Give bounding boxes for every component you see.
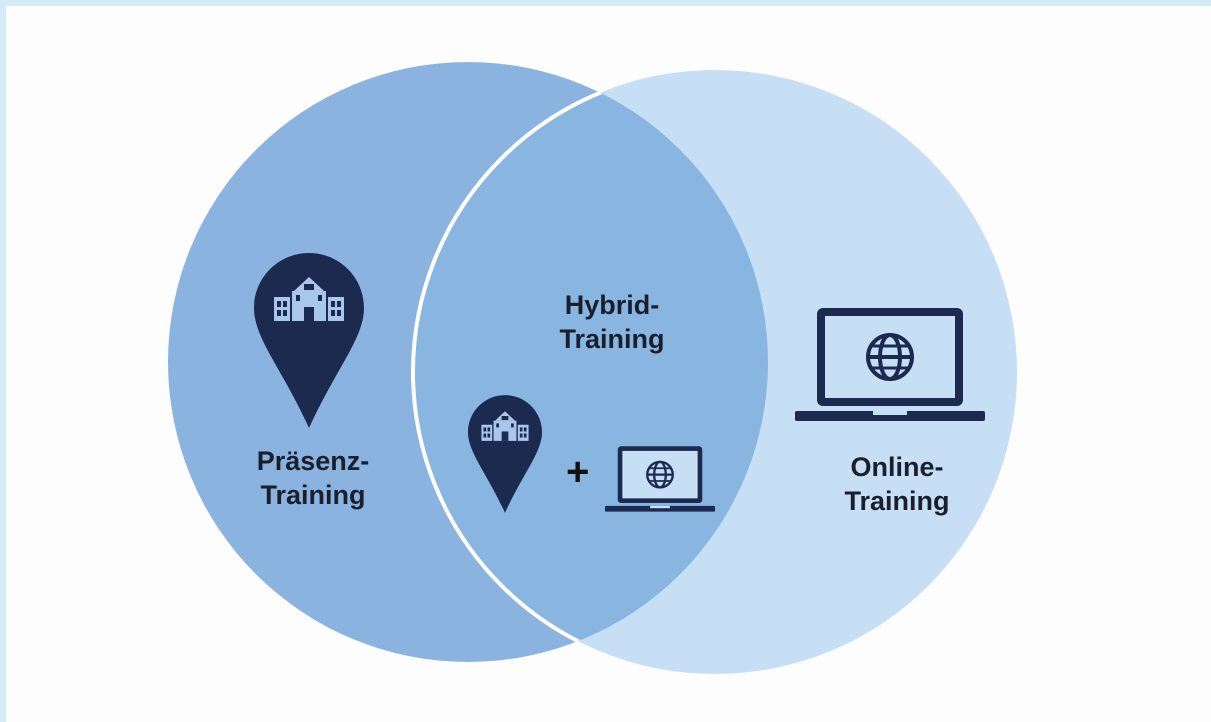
online-training-label-line2: Training [844,486,950,516]
presence-training-label-line2: Training [260,480,366,510]
hybrid-training-label-line2: Training [559,324,665,354]
online-training-label: Online- Training [797,450,997,518]
overlap-hybrid-training [413,70,768,662]
hybrid-laptop-globe-icon [605,446,715,513]
presence-training-label: Präsenz- Training [213,444,413,512]
venn-diagram [168,62,1017,674]
online-training-label-line1: Online- [850,452,944,482]
hybrid-training-label: Hybrid- Training [512,288,712,356]
presence-training-label-line1: Präsenz- [256,446,370,476]
plus-icon: + [566,450,590,494]
laptop-globe-icon [795,308,985,423]
hybrid-training-label-line1: Hybrid- [564,290,660,320]
diagram-canvas: Präsenz- Training Hybrid- Training + Onl… [6,6,1211,722]
